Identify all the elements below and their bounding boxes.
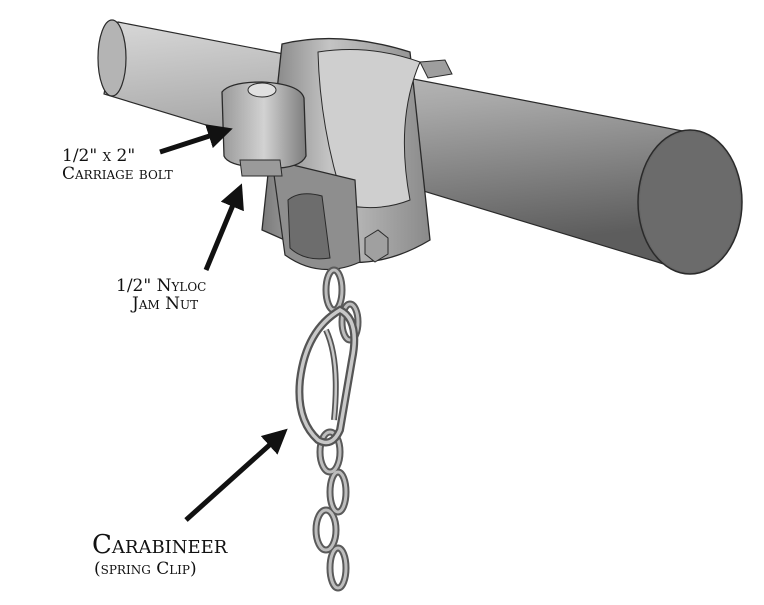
spring-clip-icon (295, 305, 359, 447)
bolt-callout-arrow (159, 124, 233, 155)
callout-arrows (159, 124, 288, 522)
jam-nut-label-line-1: 1/2" Nyloc (116, 276, 207, 296)
jam-nut-label: 1/2" Nyloc Jam Nut (116, 276, 207, 314)
swing-hanger-clamp-icon (261, 37, 453, 271)
carriage-bolt-icon (221, 81, 307, 177)
carabineer-callout-arrow (184, 428, 288, 522)
jam-nut-label-line-2: Jam Nut (132, 293, 199, 314)
carabineer-title: Carabineer (92, 530, 228, 560)
carriage-bolt-label: 1/2" x 2" Carriage bolt (62, 146, 173, 184)
carabineer-subtitle: (spring Clip) (94, 559, 197, 580)
nut-callout-arrow (203, 183, 244, 271)
carabineer-label: Carabineer (spring Clip) (92, 530, 228, 580)
carriage-bolt-label-line-1: 1/2" x 2" (62, 146, 136, 166)
carriage-bolt-label-line-2: Carriage bolt (62, 163, 173, 184)
